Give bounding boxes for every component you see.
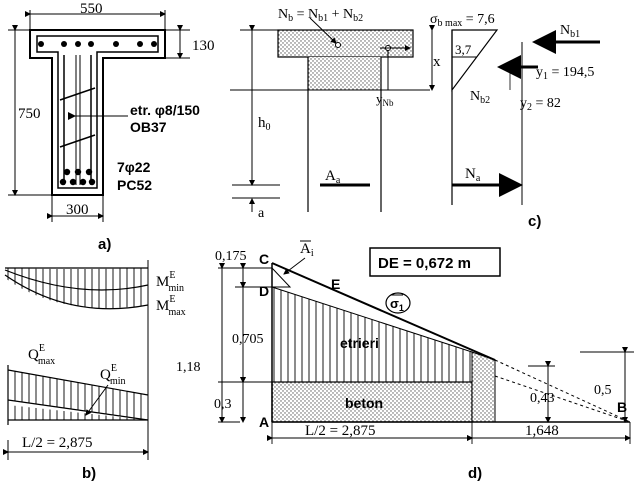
- label-05: 0,5: [594, 383, 612, 398]
- label-750: 750: [18, 106, 41, 122]
- label-37: 3,7: [455, 42, 472, 57]
- label-1648: 1,648: [525, 423, 559, 439]
- label-half-span-b: L/2 = 2,875: [22, 435, 93, 451]
- label-aa: Aa: [325, 168, 341, 186]
- stirrup-outline: [36, 35, 159, 189]
- panel-c-stress-diagram: Nb = Nb1 + Nb2 h0 a yNb x σb max = 7,6 3…: [230, 7, 600, 230]
- label-etrieri: etrieri: [340, 335, 379, 351]
- label-beton: beton: [345, 395, 383, 411]
- label-b-point: B: [617, 399, 627, 415]
- label-0705: 0,705: [232, 332, 264, 347]
- label-bars: 7φ22: [117, 159, 151, 175]
- caption-d: d): [468, 465, 482, 482]
- caption-c: c): [528, 213, 541, 230]
- label-e: E: [331, 276, 340, 292]
- panel-a-cross-section: 550 130 750 300 etr. φ8/150 OB37 7φ22 PC…: [8, 1, 215, 253]
- label-sigma-bmax: σb max = 7,6: [430, 12, 495, 29]
- de-box: [369, 247, 501, 277]
- label-x: x: [433, 54, 441, 70]
- label-h0: h0: [258, 115, 271, 133]
- top-bars: [38, 41, 157, 47]
- compression-flange: [277, 29, 414, 58]
- label-043: 0,43: [530, 391, 555, 406]
- label-half-span-d: L/2 = 2,875: [305, 423, 376, 439]
- label-0175: 0,175: [215, 249, 247, 264]
- label-ai: Ai: [300, 241, 314, 259]
- label-stirrups: etr. φ8/150: [130, 102, 200, 118]
- label-de: DE = 0,672 m: [378, 255, 471, 272]
- panel-d-shear-distribution: Ai DE = 0,672 m σ1 C D E A B 0,175 0,705…: [176, 240, 634, 482]
- caption-b: b): [82, 465, 96, 482]
- tail-region: [471, 351, 496, 423]
- shear-envelope: [8, 370, 148, 420]
- label-pc52: PC52: [117, 177, 152, 193]
- label-118: 1,18: [176, 360, 201, 375]
- shear-lower: [8, 405, 148, 420]
- label-nb-sum: Nb = Nb1 + Nb2: [278, 7, 363, 24]
- label-130: 130: [192, 38, 215, 54]
- label-sigma1: σ1: [390, 296, 404, 313]
- web-compressed: [308, 57, 381, 90]
- label-y2: y2 = 82: [520, 96, 561, 113]
- bottom-bars: [59, 168, 96, 186]
- label-300: 300: [66, 202, 89, 218]
- label-03: 0,3: [214, 397, 232, 412]
- stress-triangle: [451, 29, 499, 92]
- caption-a: a): [98, 236, 111, 253]
- label-na: Na: [465, 166, 481, 184]
- label-d: D: [259, 283, 269, 299]
- label-ynb: yNb: [376, 91, 394, 108]
- label-550: 550: [80, 1, 103, 17]
- label-ob37: OB37: [130, 119, 167, 135]
- label-y1: y1 = 194,5: [536, 65, 594, 82]
- label-a-small: a: [258, 206, 265, 221]
- label-nb1: Nb1: [560, 23, 580, 40]
- concrete-region: [271, 381, 473, 423]
- sigma1-circle: [385, 292, 411, 314]
- label-c: C: [259, 251, 269, 267]
- label-a-point: A: [259, 414, 269, 430]
- label-nb2: Nb2: [470, 89, 490, 106]
